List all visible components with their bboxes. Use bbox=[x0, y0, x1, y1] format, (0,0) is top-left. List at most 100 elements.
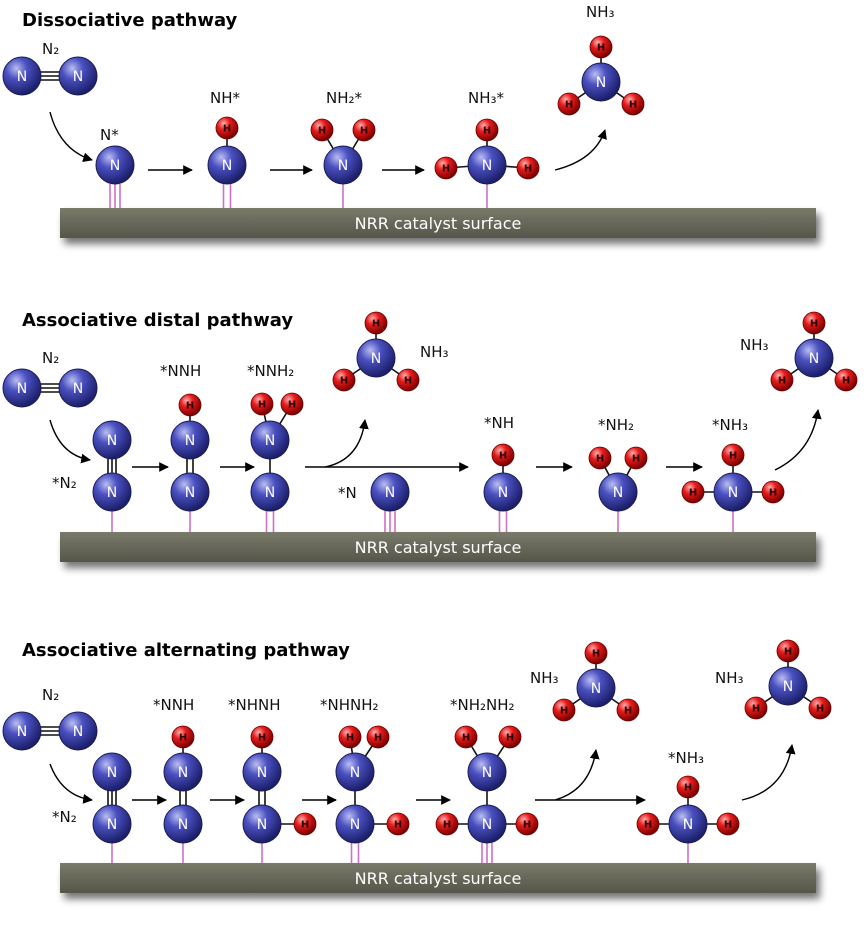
hydrogen-atom-symbol: H bbox=[258, 400, 266, 411]
nitrogen-atom bbox=[768, 666, 808, 706]
nitrogen-atom bbox=[370, 472, 410, 512]
nitrogen-atom bbox=[250, 420, 290, 460]
hydrogen-atom bbox=[310, 118, 334, 142]
hydrogen-atom-symbol: H bbox=[186, 401, 194, 412]
catalyst-surface-label: NRR catalyst surface bbox=[355, 869, 522, 888]
hydrogen-atom-symbol: H bbox=[724, 820, 732, 831]
nitrogen-atom-symbol: N bbox=[222, 158, 232, 174]
nitrogen-atom bbox=[2, 368, 42, 408]
hydrogen-atom-symbol: H bbox=[842, 376, 850, 387]
hydrogen-atom bbox=[454, 725, 478, 749]
species-label: *NH₃ bbox=[712, 416, 748, 434]
hydrogen-atom-symbol: H bbox=[565, 100, 573, 111]
hydrogen-atom-symbol: H bbox=[810, 319, 818, 330]
hydrogen-atom bbox=[776, 639, 800, 663]
species-label: *N₂ bbox=[52, 474, 77, 492]
surface-bonds-layer bbox=[109, 184, 734, 863]
nitrogen-atom bbox=[2, 56, 42, 96]
hydrogen-atom-symbol: H bbox=[394, 820, 402, 831]
hydrogen-atom bbox=[178, 393, 202, 417]
hydrogen-atom bbox=[338, 725, 362, 749]
nitrogen-atom bbox=[2, 711, 42, 751]
hydrogen-atom-symbol: H bbox=[596, 454, 604, 465]
hydrogen-atom bbox=[250, 392, 274, 416]
hydrogen-atom-symbol: H bbox=[592, 649, 600, 660]
nitrogen-atom bbox=[356, 338, 396, 378]
hydrogen-atom bbox=[557, 92, 581, 116]
nitrogen-atom-symbol: N bbox=[257, 765, 267, 781]
hydrogen-atom-symbol: H bbox=[443, 820, 451, 831]
hydrogen-atom bbox=[293, 812, 317, 836]
hydrogen-atom-symbol: H bbox=[483, 126, 491, 137]
hydrogen-atom-symbol: H bbox=[752, 704, 760, 715]
species-label: *NH₃ bbox=[668, 749, 704, 767]
hydrogen-atom-symbol: H bbox=[301, 820, 309, 831]
hydrogen-atom bbox=[498, 725, 522, 749]
nitrogen-atom-symbol: N bbox=[265, 485, 275, 501]
hydrogen-atom bbox=[250, 725, 274, 749]
species-label: N₂ bbox=[42, 349, 59, 367]
species-label: NH₃ bbox=[715, 669, 744, 687]
hydrogen-atom-symbol: H bbox=[632, 454, 640, 465]
hydrogen-atom bbox=[280, 392, 304, 416]
hydrogen-atom bbox=[215, 116, 239, 140]
hydrogen-atom bbox=[364, 311, 388, 335]
nitrogen-atom-symbol: N bbox=[73, 69, 83, 85]
catalyst-surface-label: NRR catalyst surface bbox=[355, 538, 522, 557]
hydrogen-atom-symbol: H bbox=[624, 706, 632, 717]
nitrogen-atom-symbol: N bbox=[107, 817, 117, 833]
nitrogen-atom bbox=[242, 752, 282, 792]
hydrogen-atom bbox=[332, 368, 356, 392]
pathway-title-associative-distal: Associative distal pathway bbox=[22, 310, 294, 331]
pathway-title-associative-alternating: Associative alternating pathway bbox=[22, 640, 350, 661]
nitrogen-atom bbox=[598, 472, 638, 512]
hydrogen-atom bbox=[515, 812, 539, 836]
hydrogen-atom bbox=[808, 696, 832, 720]
hydrogen-atom bbox=[616, 698, 640, 722]
nitrogen-atom-symbol: N bbox=[185, 485, 195, 501]
species-label: *NHNH₂ bbox=[320, 696, 379, 714]
species-label: NH₂* bbox=[326, 89, 363, 107]
nitrogen-atom bbox=[58, 56, 98, 96]
nitrogen-atom bbox=[92, 472, 132, 512]
nitrogen-atom bbox=[95, 145, 135, 185]
hydrogen-atom-symbol: H bbox=[258, 733, 266, 744]
species-label: *NH bbox=[484, 414, 514, 432]
species-label: NH₃ bbox=[420, 343, 449, 361]
reaction-arrow-curved bbox=[49, 419, 91, 464]
nitrogen-atom-symbol: N bbox=[107, 765, 117, 781]
nitrogen-atom-symbol: N bbox=[596, 75, 606, 91]
hydrogen-atom bbox=[681, 480, 705, 504]
hydrogen-atom-symbol: H bbox=[769, 488, 777, 499]
hydrogen-atom-symbol: H bbox=[784, 647, 792, 658]
catalyst-surface bbox=[60, 863, 816, 893]
nitrogen-atom-symbol: N bbox=[185, 433, 195, 449]
reaction-arrow-curved bbox=[741, 744, 796, 801]
nitrogen-atom bbox=[335, 804, 375, 844]
species-label: *NHNH bbox=[228, 696, 281, 714]
catalyst-surface bbox=[60, 208, 816, 238]
hydrogen-atom-symbol: H bbox=[318, 126, 326, 137]
species-label: NH* bbox=[210, 89, 241, 107]
nitrogen-atom bbox=[250, 472, 290, 512]
arrows-layer bbox=[49, 111, 822, 805]
hydrogen-atom bbox=[588, 446, 612, 470]
nitrogen-atom-symbol: N bbox=[385, 485, 395, 501]
reaction-arrow-curved bbox=[49, 763, 93, 804]
hydrogen-atom-symbol: H bbox=[340, 376, 348, 387]
pathway-title-dissociative: Dissociative pathway bbox=[22, 10, 238, 31]
hydrogen-atom bbox=[761, 480, 785, 504]
nitrogen-atom-symbol: N bbox=[482, 765, 492, 781]
hydrogen-atom-symbol: H bbox=[404, 376, 412, 387]
hydrogen-atom-symbol: H bbox=[223, 124, 231, 135]
nitrogen-atom bbox=[92, 420, 132, 460]
hydrogen-atom-symbol: H bbox=[816, 704, 824, 715]
nitrogen-atom bbox=[92, 752, 132, 792]
hydrogen-atom bbox=[716, 812, 740, 836]
nitrogen-atom bbox=[467, 804, 507, 844]
hydrogen-atom-symbol: H bbox=[506, 733, 514, 744]
nitrogen-atom-symbol: N bbox=[17, 724, 27, 740]
hydrogen-atom-symbol: H bbox=[499, 451, 507, 462]
